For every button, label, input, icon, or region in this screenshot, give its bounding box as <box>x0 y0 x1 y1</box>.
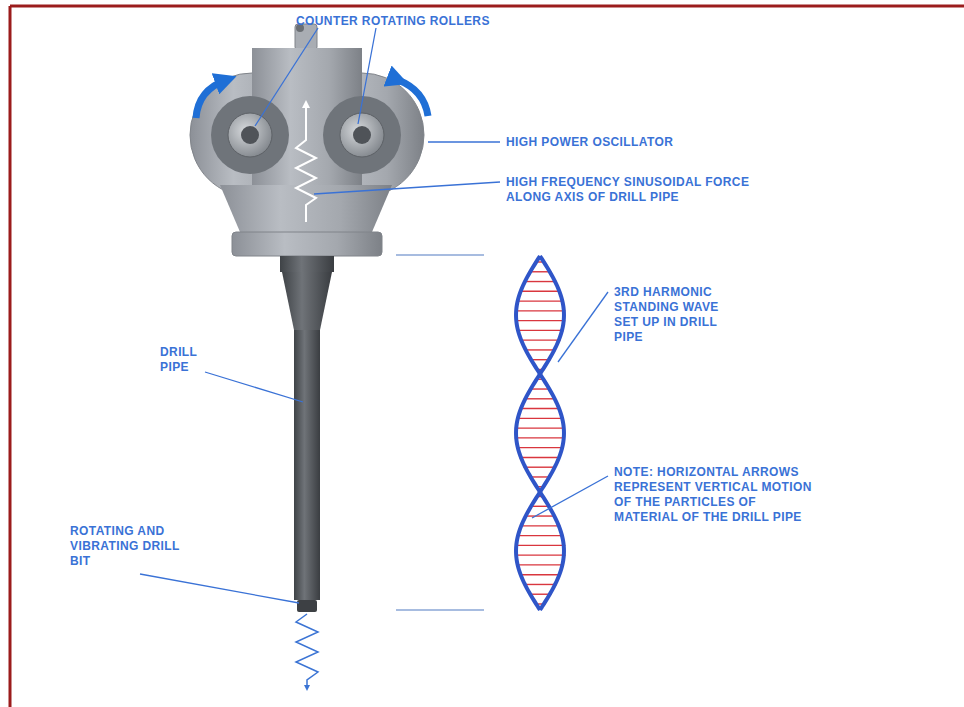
callout-text: NOTE: HORIZONTAL ARROWS REPRESENT VERTIC… <box>614 465 814 525</box>
particle-arrow <box>530 271 550 272</box>
particle-arrow <box>525 281 555 282</box>
force-zigzag <box>296 104 316 222</box>
particle-arrow <box>531 476 550 477</box>
wave-curve <box>516 256 564 610</box>
standing-wave <box>515 256 566 610</box>
particle-arrow <box>521 574 560 575</box>
particle-arrow <box>525 398 554 399</box>
oscillator-housing <box>190 24 424 232</box>
particle-arrow <box>526 515 555 516</box>
particle-arrow <box>525 584 555 585</box>
callout-text: DRILL PIPE <box>160 345 220 375</box>
particle-arrow <box>518 330 562 331</box>
particle-arrow <box>521 408 559 409</box>
particle-arrow <box>518 300 563 301</box>
wave-curve <box>516 256 564 610</box>
frame <box>10 6 964 707</box>
particle-arrow <box>531 388 550 389</box>
particle-arrow <box>518 447 562 448</box>
particle-arrow <box>525 467 554 468</box>
callout-text: ROTATING AND VIBRATING DRILL BIT <box>70 524 200 569</box>
particle-arrow <box>531 359 549 360</box>
callout-text: HIGH FREQUENCY SINUSOIDAL FORCE ALONG AX… <box>506 175 776 205</box>
callout-text: HIGH POWER OSCILLATOR <box>506 135 766 150</box>
callout-label: DRILL PIPE <box>160 345 220 375</box>
particle-arrow <box>516 310 564 311</box>
particle-arrow <box>516 437 564 438</box>
particle-arrow <box>521 339 559 340</box>
callout-label: HIGH POWER OSCILLATOR <box>506 135 766 150</box>
particle-arrow <box>521 291 560 292</box>
wave-extent-line <box>396 255 484 610</box>
particle-arrow <box>531 506 549 507</box>
particle-arrow <box>516 427 564 428</box>
drill-pipe <box>232 232 382 612</box>
particle-arrow <box>521 525 559 526</box>
particle-arrow <box>516 545 563 546</box>
callout-label: 3RD HARMONIC STANDING WAVE SET UP IN DRI… <box>614 285 744 345</box>
bit-vibration <box>296 614 318 688</box>
particle-arrow <box>530 594 550 595</box>
particle-arrow <box>518 564 563 565</box>
callout-text: COUNTER ROTATING ROLLERS <box>296 14 596 29</box>
callout-label: ROTATING AND VIBRATING DRILL BIT <box>70 524 200 569</box>
callout-label: NOTE: HORIZONTAL ARROWS REPRESENT VERTIC… <box>614 465 814 525</box>
rotation-arrow <box>196 80 428 118</box>
particle-arrow <box>518 535 562 536</box>
particle-arrow <box>516 554 564 555</box>
callout-label: COUNTER ROTATING ROLLERS <box>296 14 596 29</box>
particle-arrow <box>521 457 559 458</box>
particle-arrow <box>516 320 563 321</box>
callout-label: HIGH FREQUENCY SINUSOIDAL FORCE ALONG AX… <box>506 175 776 205</box>
callout-text: 3RD HARMONIC STANDING WAVE SET UP IN DRI… <box>614 285 744 345</box>
leader-line <box>140 28 608 603</box>
particle-arrow <box>518 418 562 419</box>
particle-arrow <box>526 349 555 350</box>
